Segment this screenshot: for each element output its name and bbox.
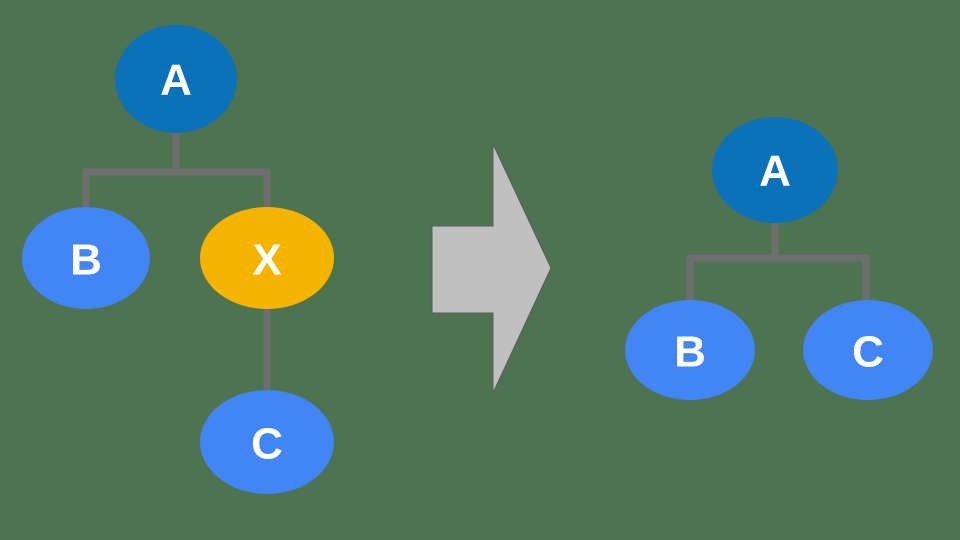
before-node-a[interactable]: A <box>115 25 237 133</box>
before-node-x-shape <box>200 207 334 309</box>
after-node-b-shape <box>625 300 755 400</box>
before-node-c-shape <box>200 390 334 494</box>
after-tree-edges <box>686 218 870 305</box>
after-node-a-shape <box>712 117 838 223</box>
after-node-a-label: A <box>759 147 791 196</box>
before-tree-edges <box>82 128 271 398</box>
before-tree: A B X C <box>22 25 334 494</box>
after-node-b[interactable]: B <box>625 300 755 400</box>
after-tree: A B C <box>625 117 933 400</box>
before-node-c-label: C <box>251 420 283 469</box>
after-node-c-shape <box>803 300 933 400</box>
before-node-a-label: A <box>160 56 192 105</box>
arrow-right-icon <box>431 143 552 394</box>
after-node-c[interactable]: C <box>803 300 933 400</box>
before-node-x-label: X <box>252 236 281 285</box>
before-node-c[interactable]: C <box>200 390 334 494</box>
before-node-x[interactable]: X <box>200 207 334 309</box>
after-node-c-label: C <box>852 328 884 377</box>
before-node-b[interactable]: B <box>22 207 150 309</box>
transform-arrow <box>431 143 552 394</box>
before-node-b-shape <box>22 207 150 309</box>
after-node-a[interactable]: A <box>712 117 838 223</box>
after-node-b-label: B <box>674 328 706 377</box>
before-node-a-shape <box>115 25 237 133</box>
before-node-b-label: B <box>70 236 102 285</box>
